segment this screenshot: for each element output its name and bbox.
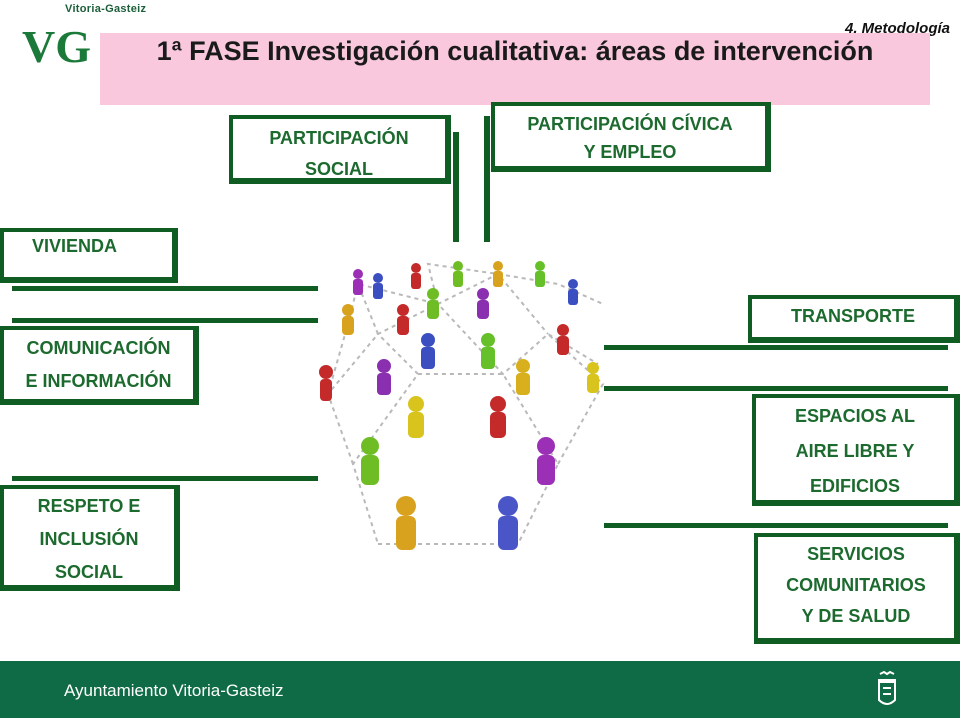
connector-line — [12, 476, 318, 481]
area-line: RESPETO E — [37, 496, 141, 516]
area-servicios: SERVICIOS COMUNITARIOS Y DE SALUD — [754, 533, 960, 644]
area-line: Y DE SALUD — [801, 606, 911, 626]
area-line: SOCIAL — [54, 562, 123, 582]
connector-line — [484, 116, 490, 242]
area-line: AIRE LIBRE Y — [795, 441, 915, 461]
footer-org: Ayuntamiento Vitoria-Gasteiz — [64, 681, 284, 700]
logo-mark: VG — [22, 21, 91, 70]
connector-line — [453, 132, 459, 242]
area-line: COMUNITARIOS — [786, 575, 926, 595]
people-network-icon — [319, 261, 605, 550]
area-transporte: TRANSPORTE — [748, 295, 960, 343]
title-band — [100, 33, 930, 105]
area-participacion-social: PARTICIPACIÓN SOCIAL — [229, 115, 451, 184]
connector-line — [12, 318, 318, 323]
area-line: PARTICIPACIÓN — [269, 128, 409, 148]
area-comunicacion: COMUNICACIÓN E INFORMACIÓN — [0, 326, 199, 405]
area-line: PARTICIPACIÓN CÍVICA — [527, 114, 733, 134]
area-line: TRANSPORTE — [790, 306, 915, 326]
area-line: E INFORMACIÓN — [25, 371, 172, 391]
connector-line — [604, 386, 948, 391]
connector-line — [12, 286, 318, 291]
section-label: 4. Metodología — [845, 20, 950, 37]
footer-bar — [0, 661, 960, 718]
area-line: SERVICIOS — [807, 544, 905, 564]
area-vivienda: VIVIENDA — [0, 228, 178, 283]
city-logo: VG Vitoria-Gasteiz — [18, 0, 158, 72]
area-line: ESPACIOS AL — [794, 406, 915, 426]
connector-line — [604, 345, 948, 350]
vg-logo-icon: VG — [22, 21, 91, 72]
area-line: Y EMPLEO — [583, 142, 677, 162]
people-figures — [319, 261, 599, 550]
coat-of-arms-icon — [872, 670, 902, 710]
area-espacios: ESPACIOS AL AIRE LIBRE Y EDIFICIOS — [752, 394, 960, 506]
area-line: COMUNICACIÓN — [26, 338, 171, 358]
people-network-image — [318, 244, 605, 569]
area-line: INCLUSIÓN — [39, 529, 139, 549]
connector-line — [604, 523, 948, 528]
area-line: EDIFICIOS — [809, 476, 900, 496]
area-line: VIVIENDA — [32, 236, 118, 256]
page-title: 1ª FASE Investigación cualitativa: áreas… — [156, 36, 874, 66]
logo-text: Vitoria-Gasteiz — [65, 3, 147, 15]
area-line: SOCIAL — [304, 159, 373, 179]
area-respeto: RESPETO E INCLUSIÓN SOCIAL — [0, 485, 180, 591]
area-participacion-civica: PARTICIPACIÓN CÍVICA Y EMPLEO — [491, 102, 771, 172]
